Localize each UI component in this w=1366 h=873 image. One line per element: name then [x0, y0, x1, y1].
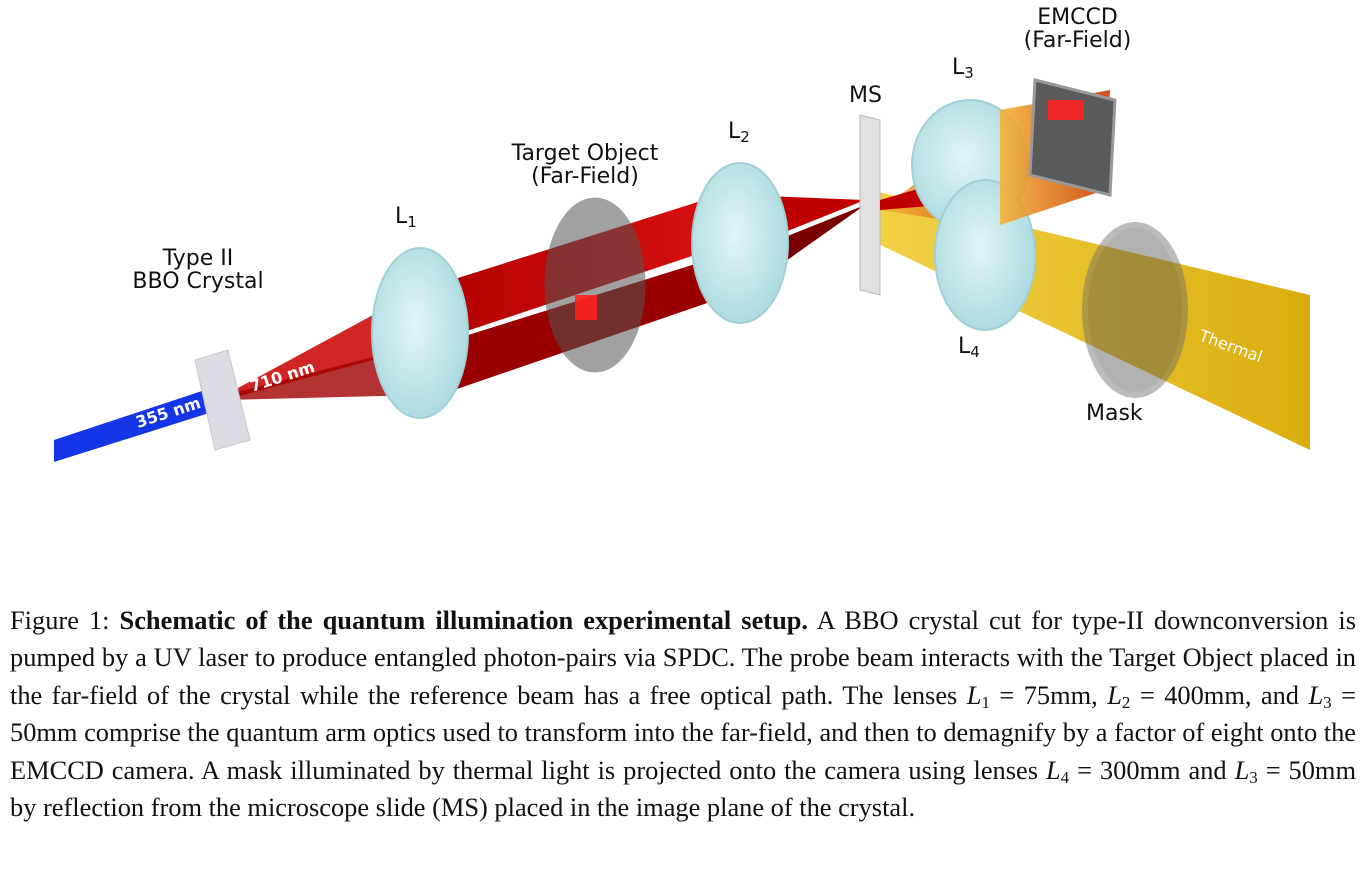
caption-text-1: A BBO crystal cut for type-II downconver… — [10, 605, 1356, 710]
target-object-label: Target Object (Far-Field) — [500, 142, 670, 188]
emccd-camera — [1028, 78, 1117, 197]
caption-text-2: comprise the quantum arm optics used to … — [10, 717, 1356, 785]
target-label-line2: (Far-Field) — [531, 164, 639, 189]
pump-wavelength-label: 355 nm — [133, 393, 203, 432]
caption-text-3: by reflection from the microscope slide … — [10, 792, 916, 823]
bbo-crystal — [194, 349, 251, 451]
lens-l2 — [691, 162, 789, 324]
lens-l3-label: L3 — [952, 55, 974, 82]
lens-l1 — [371, 247, 469, 419]
lens-l4-label: L4 — [958, 334, 980, 361]
bbo-label-line2: BBO Crystal — [132, 269, 264, 294]
spdc-cone — [225, 295, 410, 400]
setup-schematic: 355 nm 710 nm Thermal Type II BBO Crysta… — [54, 6, 1310, 462]
microscope-slide — [859, 114, 881, 296]
eq-l2: = 400mm, and — [1139, 679, 1299, 710]
mask-label: Mask — [1086, 401, 1143, 426]
caption-title: Schematic of the quantum illumination ex… — [119, 605, 809, 635]
eq-l4: = 300mm and — [1077, 754, 1227, 785]
figure-number: Figure 1: — [10, 605, 110, 635]
mask — [1082, 222, 1188, 398]
target-object — [544, 197, 646, 373]
bbo-label-line1: Type II — [162, 246, 234, 271]
spdc-cone — [225, 345, 420, 400]
bbo-crystal-label: Type II BBO Crystal — [118, 247, 278, 293]
emccd-symbol — [1048, 100, 1084, 120]
target-symbol — [575, 295, 597, 320]
schematic-drawing: 355 nm 710 nm Thermal — [54, 78, 1310, 462]
lens-l1-label: L1 — [395, 204, 417, 231]
figure-caption: Figure 1: Schematic of the quantum illum… — [10, 605, 1356, 823]
eq-l3-again: = 50mm — [1265, 754, 1356, 785]
emccd-label: EMCCD (Far-Field) — [1005, 6, 1150, 52]
pump-beam — [54, 385, 225, 462]
eq-l1: = 75mm, — [999, 679, 1098, 710]
target-label-line1: Target Object — [511, 141, 659, 166]
eq-l3: = 50mm — [10, 679, 1356, 748]
ms-label: MS — [849, 83, 882, 108]
lens-l2-label: L2 — [728, 119, 750, 146]
emccd-label-line1: EMCCD — [1037, 5, 1118, 30]
emccd-label-line2: (Far-Field) — [1023, 28, 1132, 53]
